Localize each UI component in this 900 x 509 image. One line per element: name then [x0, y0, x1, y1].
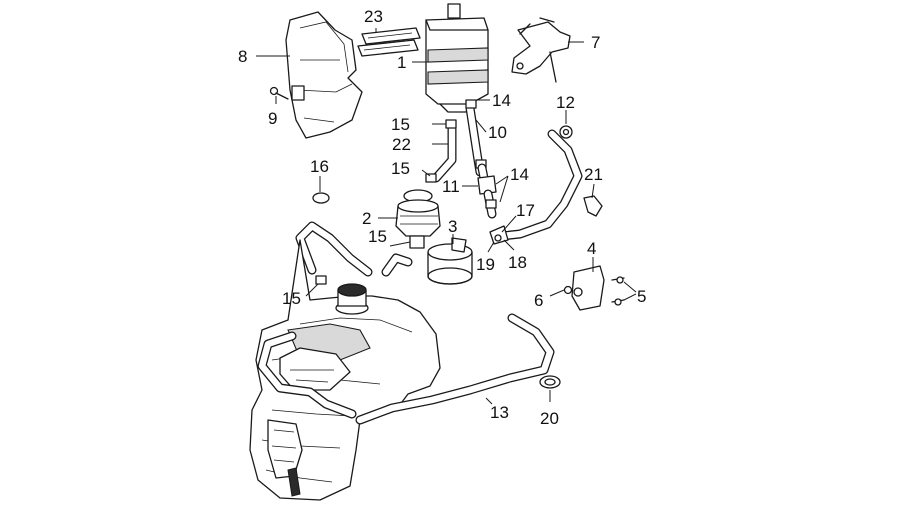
- clip-part-20: [539, 375, 561, 389]
- callout-20: 20: [540, 409, 559, 428]
- callout-labels: 1 2 3 4 5 6 7 8 9 10 11 12 13 14 14 15 1…: [238, 7, 646, 428]
- callout-2: 2: [362, 209, 371, 228]
- bolt-part-9: [269, 86, 289, 100]
- separator-part: [395, 189, 441, 249]
- fuel-cap-part: [335, 283, 369, 315]
- vent-hose-part: [295, 221, 373, 285]
- clip-part-16: [312, 192, 330, 204]
- clip-part-12: [559, 125, 573, 139]
- clamp-band-part: [427, 237, 473, 285]
- callout-23: 23: [364, 7, 383, 26]
- callout-14-upper: 14: [492, 91, 511, 110]
- callout-10: 10: [488, 123, 507, 142]
- callout-12: 12: [556, 93, 575, 112]
- callout-1: 1: [397, 53, 406, 72]
- callout-15-separator: 15: [368, 227, 387, 246]
- callout-13: 13: [490, 403, 509, 422]
- callout-15-mid: 15: [391, 159, 410, 178]
- callout-7: 7: [591, 33, 600, 52]
- mounting-bracket-part: [511, 17, 571, 83]
- callout-4: 4: [587, 239, 596, 258]
- drain-pipe-part: [355, 313, 555, 425]
- callout-5: 5: [637, 287, 646, 306]
- charcoal-canister-part: [425, 3, 489, 113]
- callout-21: 21: [584, 165, 603, 184]
- fuel-tank-part: [249, 239, 441, 501]
- callout-14-lower: 14: [510, 165, 529, 184]
- leader-lines: [256, 28, 637, 405]
- callout-15-top: 15: [391, 115, 410, 134]
- callout-11: 11: [442, 177, 460, 196]
- heat-shield-part: [285, 11, 363, 139]
- callout-9: 9: [268, 109, 277, 128]
- callout-22: 22: [392, 135, 411, 154]
- breather-hose-part: [497, 129, 583, 241]
- callout-6: 6: [534, 291, 543, 310]
- callout-19: 19: [476, 255, 495, 274]
- tank-hose-part: [257, 331, 357, 419]
- hose-part-22: [431, 119, 457, 183]
- callout-3: 3: [448, 217, 457, 236]
- callout-8: 8: [238, 47, 247, 66]
- clip-part-21: [583, 195, 603, 217]
- strap-bracket-part: [357, 27, 421, 57]
- callout-17: 17: [516, 201, 535, 220]
- callout-15-tank: 15: [282, 289, 301, 308]
- mounting-plate-part: [563, 265, 625, 311]
- tank-nipple-part: [381, 253, 413, 277]
- callout-16: 16: [310, 157, 329, 176]
- callout-18: 18: [508, 253, 527, 272]
- fuel-filter-part: [475, 159, 497, 219]
